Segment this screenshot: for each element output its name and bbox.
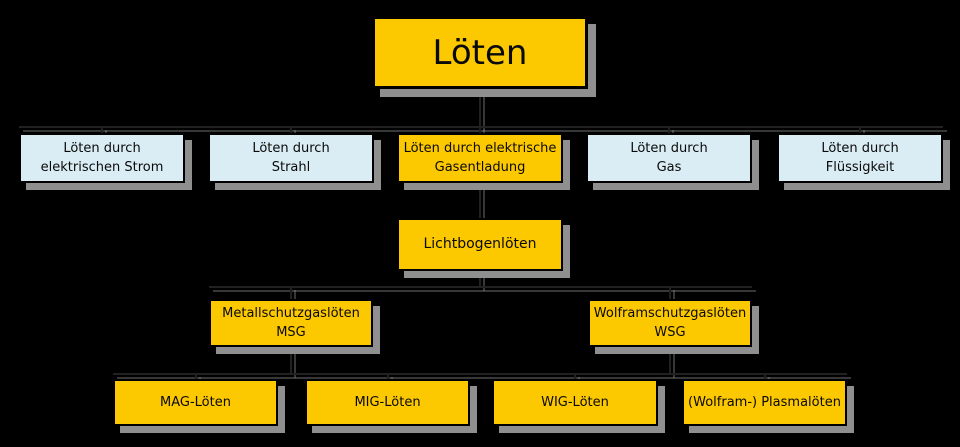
node-mag-label: MAG-Löten xyxy=(160,395,231,410)
node-wig-label: WIG-Löten xyxy=(541,395,609,410)
node-mig-label: MIG-Löten xyxy=(354,395,421,410)
node-label-line: Wolframschutzgaslöten xyxy=(593,306,747,321)
node-label-line: Flüssigkeit xyxy=(825,160,895,175)
node-label-line: Gas xyxy=(656,160,682,175)
node-loeten-label: Löten xyxy=(432,32,528,73)
node-msg: Metallschutzgaslöten MSG xyxy=(209,299,373,347)
connector-tick-mig xyxy=(387,373,389,380)
node-label-line: elektrischen Strom xyxy=(40,160,164,175)
node-wig-loeten: WIG-Löten xyxy=(492,379,658,426)
node-loeten-elektrischer-strom: Löten durch elektrischen Strom xyxy=(19,133,185,183)
connector-tick-plasma xyxy=(764,373,766,380)
connector-lichtbogen-down xyxy=(479,271,481,287)
node-label-line: Strahl xyxy=(271,160,311,175)
node-label-line: Löten durch xyxy=(630,141,708,156)
connector-gasentladung-lichtbogen xyxy=(479,183,481,218)
node-loeten-fluessigkeit: Löten durch Flüssigkeit xyxy=(777,133,943,183)
connector-root-trunk xyxy=(479,89,481,127)
connector-rail-level2 xyxy=(19,126,943,128)
connector-tick-gas xyxy=(668,126,670,134)
node-wolfram-plasmaloeten: (Wolfram-) Plasmalöten xyxy=(682,379,847,426)
node-mig-loeten: MIG-Löten xyxy=(305,379,470,426)
node-label-line: Löten durch elektrische xyxy=(403,141,557,156)
node-label-line: Löten durch xyxy=(63,141,141,156)
node-plasma-label: (Wolfram-) Plasmalöten xyxy=(688,395,841,410)
connector-wsg-down xyxy=(669,347,671,374)
connector-tick-strahl xyxy=(290,126,292,134)
connector-tick-wig xyxy=(574,373,576,380)
connector-tick-msg xyxy=(290,286,292,299)
connector-rail-level4 xyxy=(209,286,752,288)
connector-tick-fluessigkeit xyxy=(859,126,861,134)
node-label-line: WSG xyxy=(654,325,686,340)
node-mag-loeten: MAG-Löten xyxy=(113,379,278,426)
node-wsg: Wolframschutzgaslöten WSG xyxy=(588,299,752,347)
node-label-line: Metallschutzgaslöten xyxy=(222,306,360,321)
connector-tick-wsg xyxy=(669,286,671,299)
connector-tick-gasentladung xyxy=(479,126,481,134)
node-loeten-strahl: Löten durch Strahl xyxy=(208,133,374,183)
node-loeten: Löten xyxy=(372,16,588,89)
node-label-line: Löten durch xyxy=(252,141,330,156)
node-label-line: Gasentladung xyxy=(434,160,526,175)
node-lichtbogenloeten: Lichtbogenlöten xyxy=(397,218,563,271)
node-label-line: Löten durch xyxy=(821,141,899,156)
node-label-line: MSG xyxy=(276,325,306,340)
connector-tick-strom xyxy=(101,126,103,134)
connector-msg-down xyxy=(290,347,292,374)
connector-rail-level5 xyxy=(113,373,847,375)
node-lichtbogenloeten-label: Lichtbogenlöten xyxy=(423,236,537,252)
node-loeten-gas: Löten durch Gas xyxy=(586,133,752,183)
connector-tick-mag xyxy=(195,373,197,380)
node-loeten-gasentladung: Löten durch elektrische Gasentladung xyxy=(397,133,563,183)
